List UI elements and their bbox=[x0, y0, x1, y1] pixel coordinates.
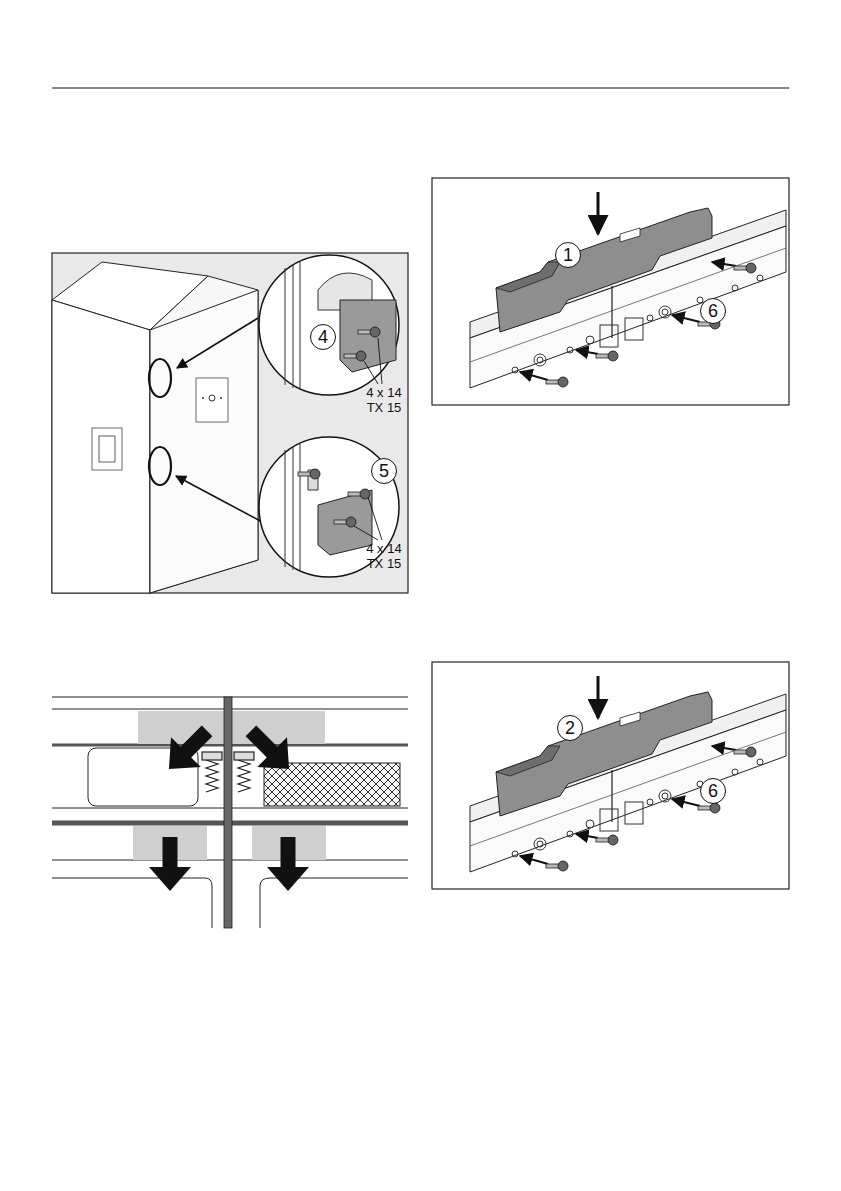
callout-text: 4 bbox=[318, 328, 328, 346]
screw-spec: 4 x 14 TX 15 bbox=[357, 542, 411, 572]
callout-number: 4 bbox=[310, 324, 336, 350]
callout-text: 6 bbox=[708, 302, 718, 320]
callout-text: 6 bbox=[708, 782, 718, 800]
callout-text: 1 bbox=[563, 246, 573, 264]
callout-number: 1 bbox=[555, 242, 581, 268]
screw-spec: 4 x 14 TX 15 bbox=[357, 386, 411, 416]
callout-text: 2 bbox=[565, 719, 575, 737]
callout-number: 5 bbox=[371, 458, 397, 484]
callout-text: 5 bbox=[379, 462, 389, 480]
callout-number: 2 bbox=[557, 715, 583, 741]
callout-number: 6 bbox=[700, 778, 726, 804]
callout-number: 6 bbox=[700, 298, 726, 324]
